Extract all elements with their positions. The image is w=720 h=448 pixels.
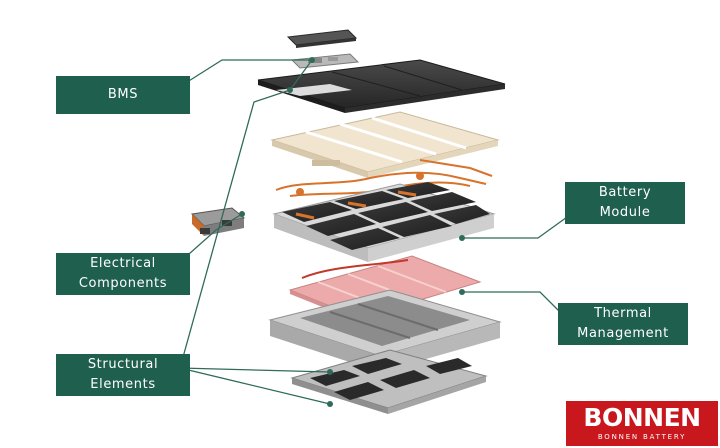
structural-label-line1: Structural [87, 357, 159, 372]
thermal-label-line2: Management [577, 326, 669, 341]
logo-brand-text: BONNEN [583, 403, 701, 432]
bonnen-logo: BONNEN BONNEN BATTERY [566, 401, 718, 446]
battery-module-label-line2: Module [599, 205, 651, 220]
electrical-label-line1: Electrical [90, 256, 156, 271]
thermal-management-label: Thermal Management [558, 303, 688, 345]
connector-lines [179, 59, 575, 405]
insulation-layer [270, 111, 500, 178]
battery-cells [282, 182, 490, 250]
structural-frame [268, 289, 502, 372]
structural-elements-label: Structural Elements [56, 354, 190, 396]
structural-label-line2: Elements [90, 377, 156, 392]
top-housing-lid [257, 59, 506, 113]
base-tray [290, 349, 488, 414]
battery-module-label-line1: Battery [598, 185, 652, 200]
top-cover-plate [286, 29, 358, 48]
electrical-components-label: Electrical Components [56, 253, 190, 295]
bms-label-text: BMS [107, 87, 139, 102]
electrical-label-line2: Components [78, 276, 168, 291]
bms-board [290, 53, 360, 69]
logo-subtitle: BONNEN BATTERY [597, 433, 687, 441]
thermal-label-line1: Thermal [594, 306, 652, 321]
battery-module-label: Battery Module [565, 182, 685, 224]
connector-dots [239, 57, 465, 407]
bms-label: BMS [56, 76, 190, 114]
